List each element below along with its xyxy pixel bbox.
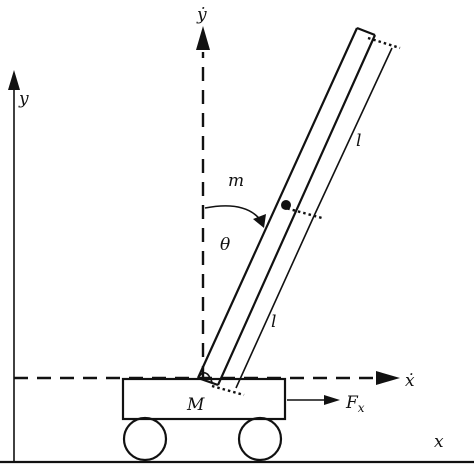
upper-length-label: l: [356, 131, 361, 151]
force-label: Fx: [345, 393, 365, 415]
lower-length-label: l: [271, 312, 276, 332]
y-axis-label: y: [18, 89, 29, 109]
x-dot-label: ẋ: [405, 371, 415, 391]
horizontal-axis-arrowhead: [376, 371, 400, 385]
force-arrowhead: [324, 395, 340, 405]
theta-label: θ: [220, 235, 230, 255]
mass-label: m: [228, 171, 244, 191]
bottom-dotted-tick: [211, 384, 245, 397]
pole-bottom-edge: [197, 376, 219, 387]
middle-dotted-tick: [281, 205, 323, 220]
y-axis-arrowhead: [8, 70, 20, 90]
theta-arc: [204, 205, 263, 223]
upper-length-dimension: [313, 47, 393, 217]
x-axis-label: x: [434, 432, 444, 452]
top-dotted-tick: [367, 36, 401, 50]
right-wheel: [237, 416, 283, 462]
pole-left-edge: [196, 27, 359, 379]
lower-length-dimension: [235, 215, 315, 389]
cart-mass-label: M: [186, 395, 205, 415]
vertical-axis-arrowhead: [196, 26, 210, 50]
pole-top-edge: [356, 26, 376, 37]
y-dot-label: ẏ: [196, 5, 207, 25]
left-wheel: [122, 416, 168, 462]
pivot-joint: [197, 372, 213, 383]
theta-arc-arrowhead: [253, 214, 266, 228]
pole-right-edge: [216, 34, 377, 386]
